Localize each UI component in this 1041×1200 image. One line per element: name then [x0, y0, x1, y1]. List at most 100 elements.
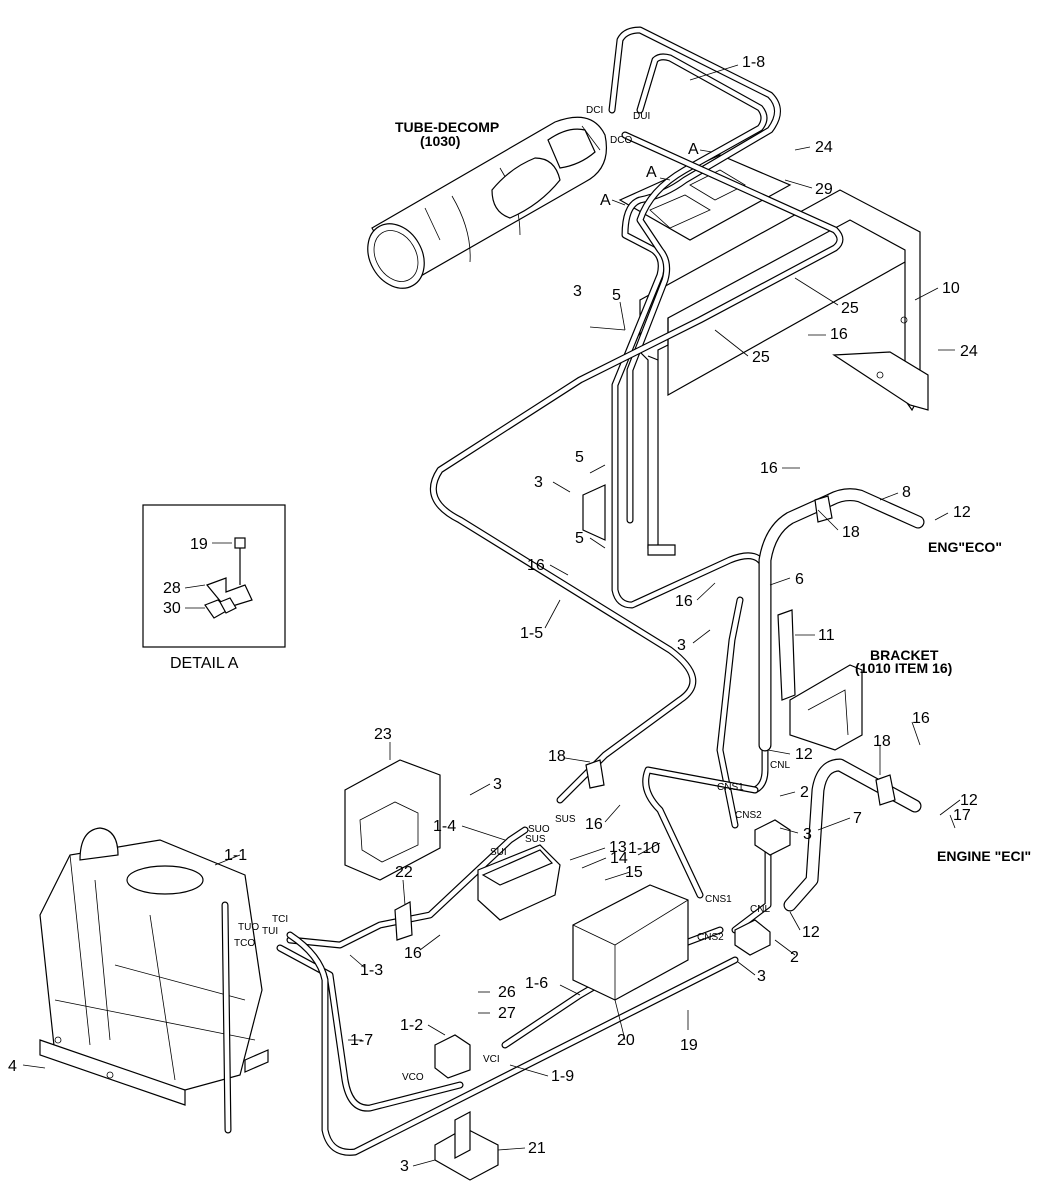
port-vco: VCO — [402, 1072, 424, 1083]
callout-21: 21 — [528, 1140, 546, 1157]
callout-14: 14 — [610, 850, 628, 867]
callout-1-3: 1-3 — [360, 962, 383, 979]
port-sui: SUI — [490, 847, 507, 858]
callout-1-1: 1-1 — [224, 847, 247, 864]
bracket-label: BRACKET — [870, 647, 939, 663]
port-dco: DCO — [610, 135, 632, 146]
callout-4: 4 — [8, 1058, 17, 1075]
callout-3: 3 — [400, 1158, 409, 1175]
callout-1-7: 1-7 — [350, 1032, 373, 1049]
detail-callout-30: 30 — [163, 600, 181, 617]
callout-5: 5 — [575, 530, 584, 547]
callout-27: 27 — [498, 1005, 516, 1022]
callout-12: 12 — [802, 924, 820, 941]
port-labels: DCI DUI DCO CNL CNS1 CNS2 CNS1 CNL CNS2 … — [234, 105, 790, 1083]
callout-3: 3 — [573, 283, 582, 300]
callout-18: 18 — [548, 748, 566, 765]
port-cnl: CNL — [770, 760, 790, 771]
port-tco: TCO — [234, 938, 255, 949]
callout-29: 29 — [815, 181, 833, 198]
callout-3: 3 — [534, 474, 543, 491]
port-dui: DUI — [633, 111, 650, 122]
tube-decomp-ref: (1030) — [420, 133, 460, 149]
callout-18: 18 — [842, 524, 860, 541]
port-tui: TUI — [262, 926, 278, 937]
descriptive-labels: TUBE-DECOMP (1030) BRACKET (1010 ITEM 16… — [170, 119, 1031, 864]
callout-24: 24 — [960, 343, 978, 360]
port-sus: SUS — [525, 834, 546, 845]
callout-2: 2 — [800, 784, 809, 801]
callout-8: 8 — [902, 484, 911, 501]
port-dci: DCI — [586, 105, 603, 116]
frame-part — [618, 154, 929, 556]
callout-3: 3 — [803, 826, 812, 843]
port-vci: VCI — [483, 1054, 500, 1065]
callout-1-5: 1-5 — [520, 625, 543, 642]
callout-3: 3 — [757, 968, 766, 985]
callout-25: 25 — [752, 349, 770, 366]
detail-a-box — [142, 504, 286, 648]
port-sus: SUS — [555, 814, 576, 825]
detail-callout-19: 19 — [190, 536, 208, 553]
view-a-marker: A — [646, 164, 657, 181]
callout-16: 16 — [585, 816, 603, 833]
callout-26: 26 — [498, 984, 516, 1001]
tube-decomp-part — [367, 116, 607, 289]
callout-18: 18 — [873, 733, 891, 750]
callout-1-6: 1-6 — [525, 975, 548, 992]
callout-16: 16 — [404, 945, 422, 962]
callout-19: 19 — [680, 1037, 698, 1054]
bracket-ref: (1010 ITEM 16) — [855, 660, 952, 676]
leader-lines — [22, 64, 961, 1167]
view-a-marker: A — [688, 141, 699, 158]
components — [344, 495, 896, 1181]
bracket-part — [582, 484, 863, 751]
callout-7: 7 — [853, 810, 862, 827]
callout-1-10: 1-10 — [628, 840, 660, 857]
callout-3: 3 — [677, 637, 686, 654]
port-tuo: TUO — [238, 922, 259, 933]
port-suo: SUO — [528, 824, 550, 835]
callout-1-8: 1-8 — [742, 54, 765, 71]
port-cns1: CNS1 — [705, 894, 732, 905]
callout-15: 15 — [625, 864, 643, 881]
callout-12: 12 — [795, 746, 813, 763]
callout-1-9: 1-9 — [551, 1068, 574, 1085]
hose-routing — [758, 488, 925, 912]
tube-decomp-label: TUBE-DECOMP — [395, 119, 499, 135]
callout-1-4: 1-4 — [433, 818, 456, 835]
port-cns2: CNS2 — [697, 932, 724, 943]
callout-16: 16 — [760, 460, 778, 477]
callout-23: 23 — [374, 726, 392, 743]
callout-5: 5 — [575, 449, 584, 466]
detail-a-label: DETAIL A — [170, 655, 239, 672]
callout-11: 11 — [818, 627, 835, 644]
callout-16: 16 — [527, 557, 545, 574]
callout-17: 17 — [953, 807, 971, 824]
callout-12: 12 — [960, 792, 978, 809]
callout-5: 5 — [612, 287, 621, 304]
callout-22: 22 — [395, 864, 413, 881]
callout-6: 6 — [795, 571, 804, 588]
callout-13: 13 — [609, 839, 627, 856]
callout-16: 16 — [830, 326, 848, 343]
callout-16: 16 — [675, 593, 693, 610]
callout-3: 3 — [493, 776, 502, 793]
detail-callout-28: 28 — [163, 580, 181, 597]
port-cns1: CNS1 — [717, 782, 744, 793]
callout-25: 25 — [841, 300, 859, 317]
port-tci: TCI — [272, 914, 288, 925]
view-a-marker: A — [600, 192, 611, 209]
fuel-tank-part — [39, 827, 269, 1106]
eng-eco-label: ENG"ECO" — [928, 539, 1002, 555]
callout-12: 12 — [953, 504, 971, 521]
port-cns2: CNS2 — [735, 810, 762, 821]
callout-20: 20 — [617, 1032, 635, 1049]
callout-10: 10 — [942, 280, 960, 297]
port-cnl: CNL — [750, 904, 770, 915]
callout-16: 16 — [912, 710, 930, 727]
engine-eci-label: ENGINE "ECI" — [937, 848, 1031, 864]
callout-numbers: 1-8 24 29 10 24 25 25 16 3 5 5 3 5 16 1-… — [8, 54, 978, 1175]
callout-1-2: 1-2 — [400, 1017, 423, 1034]
